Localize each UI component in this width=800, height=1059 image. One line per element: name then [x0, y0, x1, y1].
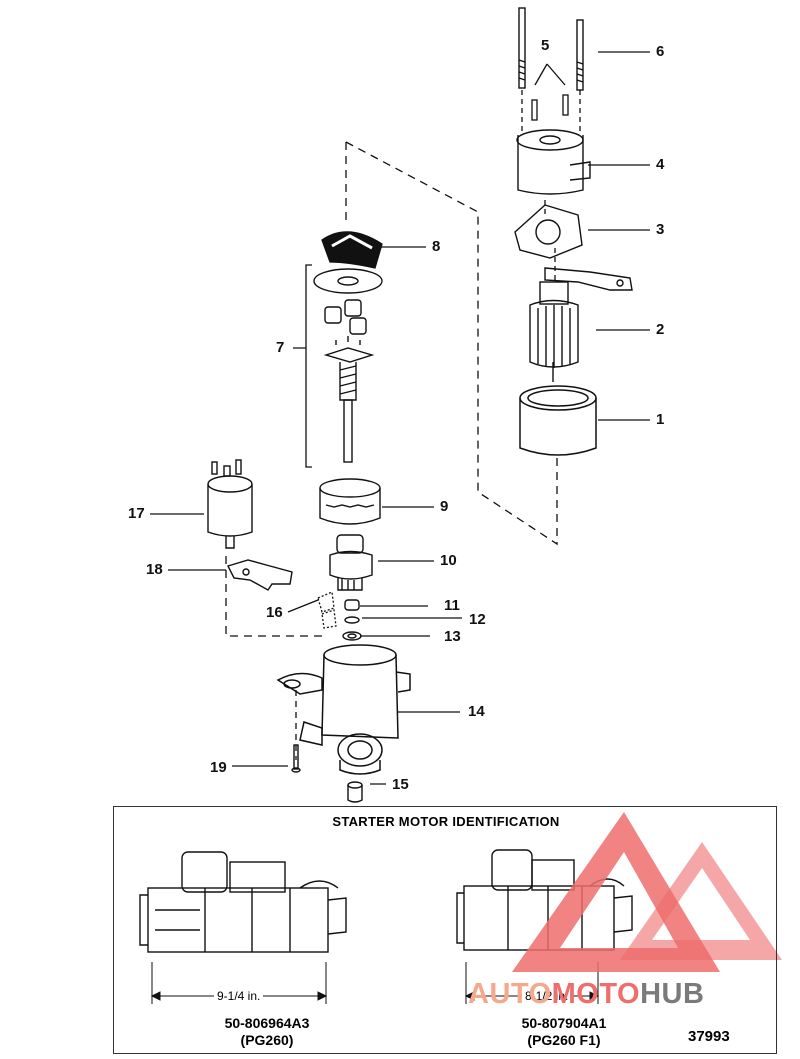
watermark-text: AUTOMOTOHUB — [468, 978, 704, 1011]
callout-1: 1 — [656, 411, 665, 428]
assembly-line-bolts-6 — [521, 90, 581, 135]
drive-assembly-part — [329, 534, 373, 591]
callout-4: 4 — [656, 156, 665, 173]
figure-number: 37993 — [688, 1028, 730, 1045]
callout-9: 9 — [440, 498, 449, 515]
dimension-lines — [150, 962, 600, 1004]
ring-gear-part — [319, 478, 381, 525]
callout-11: 11 — [444, 597, 460, 614]
dimension-left: 9-1/4 in. — [214, 989, 264, 1003]
field-frame-part — [519, 385, 597, 456]
callout-13: 13 — [444, 628, 461, 645]
callout-6: 6 — [656, 43, 665, 60]
callout-3: 3 — [656, 221, 665, 238]
shift-lever-part — [227, 559, 293, 591]
spring-clip-part — [317, 591, 337, 629]
drive-housing-part — [276, 644, 411, 775]
part-number-left: 50-806964A3 — [224, 1015, 310, 1031]
identification-title: STARTER MOTOR IDENTIFICATION — [332, 814, 560, 829]
armature-part — [529, 281, 579, 382]
callout-16: 16 — [266, 604, 283, 621]
brush-plate-part — [514, 204, 633, 291]
seal-part — [321, 231, 383, 269]
watermark-logo — [512, 812, 782, 972]
callout-10: 10 — [440, 552, 457, 569]
through-bolt-part — [518, 7, 584, 91]
callout-19: 19 — [210, 759, 227, 776]
callout-2: 2 — [656, 321, 665, 338]
bracket-7 — [305, 264, 312, 468]
end-cap-part — [516, 129, 591, 195]
watermark-part3: HUB — [640, 978, 705, 1010]
callout-18: 18 — [146, 561, 163, 578]
dimension-right: 8-1/2 in. — [522, 989, 572, 1003]
callout-5: 5 — [541, 37, 550, 54]
model-left: (PG260) — [240, 1032, 294, 1048]
watermark-part1: AUTO — [468, 978, 552, 1010]
callout-14: 14 — [468, 703, 485, 720]
small-rings-part — [342, 599, 362, 641]
model-right: (PG260 F1) — [527, 1032, 601, 1048]
assembly-line-solenoid — [225, 556, 326, 637]
solenoid-part — [207, 459, 253, 549]
brush-screw-part — [531, 94, 569, 121]
assembly-line-plate — [544, 200, 556, 280]
callout-15: 15 — [392, 776, 409, 793]
assembly-line-main — [345, 141, 558, 546]
mounting-bolt-part — [291, 744, 301, 773]
bushing-part — [347, 781, 363, 803]
callout-8: 8 — [432, 238, 441, 255]
callout-7: 7 — [276, 339, 285, 356]
part-number-right: 50-807904A1 — [521, 1015, 607, 1031]
starter-left-drawing — [139, 851, 347, 953]
watermark-part2: MOTO — [551, 978, 641, 1010]
leaders — [150, 51, 650, 785]
callout-12: 12 — [469, 611, 486, 628]
callout-17: 17 — [128, 505, 145, 522]
gear-shaft-part — [313, 268, 383, 463]
starter-identification-box: STARTER MOTOR IDENTIFICATION 9-1/4 in. 8… — [113, 806, 777, 1054]
